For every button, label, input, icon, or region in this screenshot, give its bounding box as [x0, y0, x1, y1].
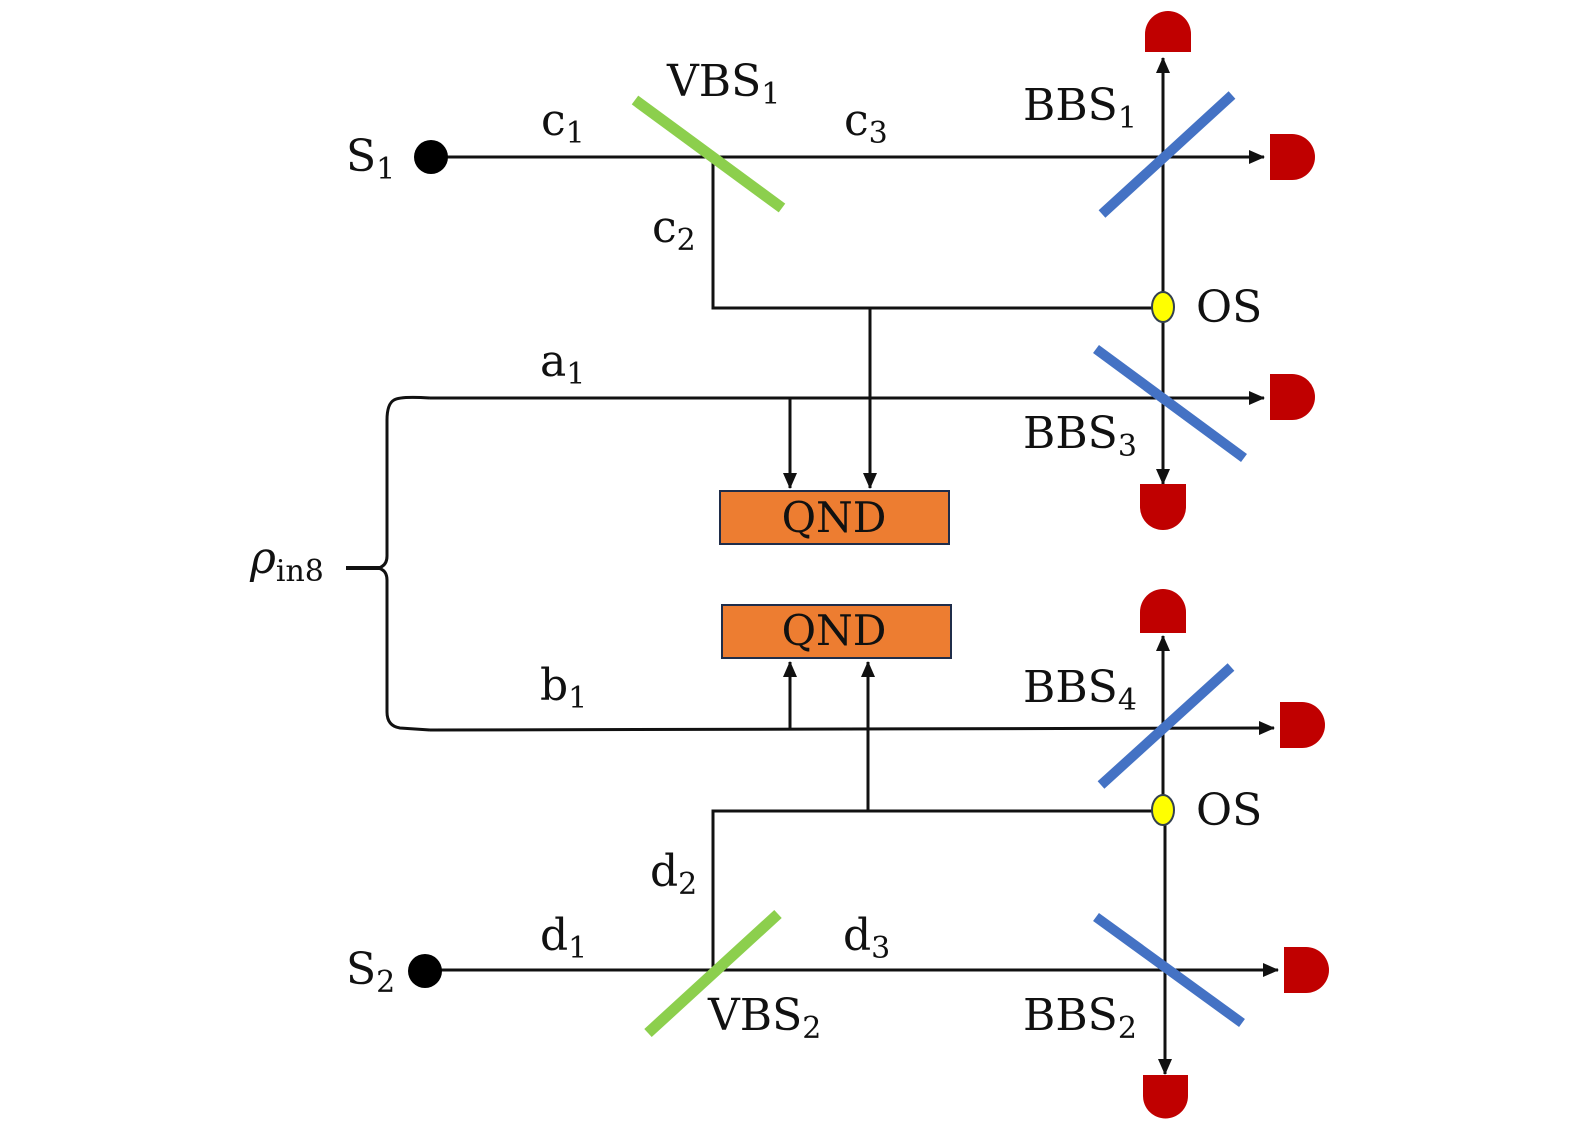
vbs2-mirror [644, 909, 782, 1038]
wire-b1 [429, 721, 1275, 736]
detector-bbs2-right [1284, 947, 1329, 993]
label-input-state: ρin8 [249, 533, 324, 589]
bbs1-mirror [1098, 91, 1236, 218]
label-s2: S2 [346, 944, 395, 1000]
detector-bbs1-right [1270, 134, 1315, 180]
label-bbs2: BBS2 [1023, 990, 1137, 1046]
optical-switch-2 [1151, 794, 1175, 826]
detector-bbs4-right [1280, 702, 1325, 748]
detector-bbs3-bottom [1140, 484, 1186, 530]
label-b1: b1 [540, 660, 587, 716]
source-s2 [408, 954, 442, 988]
label-bbs3: BBS3 [1023, 408, 1137, 464]
label-bbs4: BBS4 [1023, 662, 1137, 718]
label-os1: OS [1196, 282, 1262, 333]
label-vbs2: VBS2 [707, 990, 821, 1046]
label-c2: c2 [652, 202, 696, 258]
wire-c2 [711, 160, 1156, 310]
detector-bbs1-top [1145, 11, 1191, 52]
source-s1 [414, 140, 448, 174]
label-s1: S1 [346, 131, 395, 187]
label-a1: a1 [540, 336, 585, 392]
bbs4-mirror [1097, 663, 1235, 789]
qnd-module-lower: QND [721, 604, 952, 659]
qnd-module-upper: QND [719, 490, 950, 545]
wire-d2 [711, 809, 1156, 967]
detector-bbs4-top [1140, 589, 1186, 633]
label-bbs1: BBS1 [1023, 80, 1137, 136]
qnd-upper-label: QND [782, 493, 887, 542]
bbs2-mirror [1093, 912, 1245, 1028]
input-brace [377, 395, 431, 732]
label-vbs1: VBS1 [666, 56, 780, 112]
label-c3: c3 [844, 95, 888, 151]
detector-bbs3-right [1270, 374, 1315, 420]
detector-bbs2-bottom [1143, 1075, 1188, 1119]
label-c1: c1 [541, 95, 585, 151]
bbs3-mirror [1093, 344, 1247, 463]
qnd-lower-label: QND [782, 606, 887, 655]
vbs1-mirror [631, 95, 786, 213]
label-d1: d1 [540, 910, 587, 966]
label-d2: d2 [650, 846, 697, 902]
label-d3: d3 [843, 910, 890, 966]
label-os2: OS [1196, 785, 1262, 836]
optical-switch-1 [1151, 291, 1175, 323]
